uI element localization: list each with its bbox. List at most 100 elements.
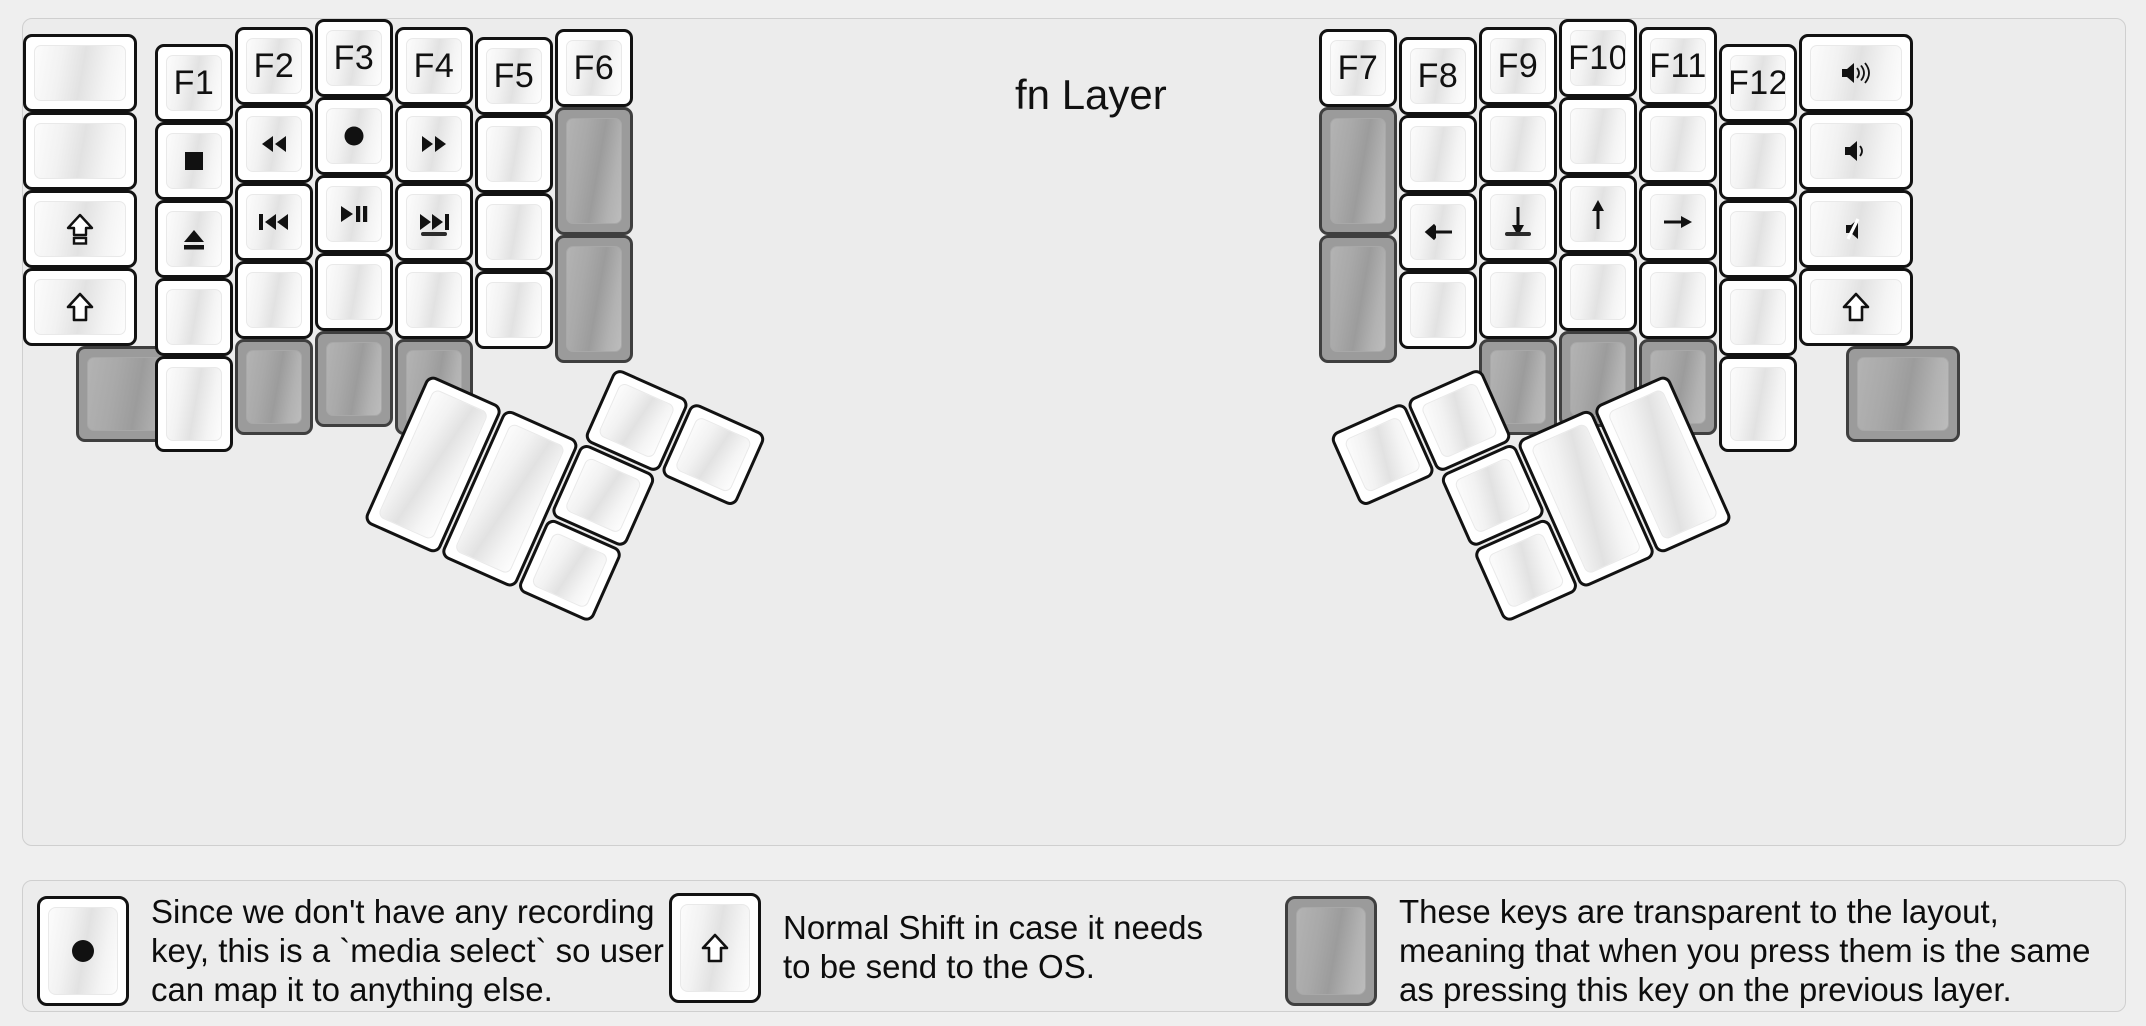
key-right-middle-r2[interactable]	[1559, 97, 1637, 175]
keycap	[1490, 272, 1546, 328]
keycap	[406, 116, 462, 172]
keycap: F7	[1330, 40, 1386, 96]
media-rewind-icon	[257, 133, 291, 155]
key-left-caps-lock[interactable]	[23, 190, 137, 268]
key-label: F3	[333, 39, 375, 77]
keycap	[597, 381, 676, 460]
key-label: F2	[253, 47, 295, 85]
key-left-media-rewind[interactable]	[235, 105, 313, 183]
key-left-ring-r4[interactable]	[235, 261, 313, 339]
key-right-volume-up[interactable]	[1799, 34, 1913, 112]
key-right-f10[interactable]: F10	[1559, 19, 1637, 97]
key-right-inner1-r4[interactable]	[1399, 271, 1477, 349]
keyboard-board: fn Layer F1	[22, 18, 2126, 846]
key-left-index-r4[interactable]	[395, 261, 473, 339]
key-left-media-record[interactable]	[315, 97, 393, 175]
key-right-f7[interactable]: F7	[1319, 29, 1397, 107]
key-left-media-eject[interactable]	[155, 200, 233, 278]
key-right-pinky-r5[interactable]	[1719, 356, 1797, 452]
keycap	[1343, 415, 1422, 494]
key-right-inner2-2u-1[interactable]	[1319, 107, 1397, 235]
legend-key-record	[37, 896, 129, 1007]
keycap	[674, 415, 753, 494]
key-left-f3[interactable]: F3	[315, 19, 393, 97]
keycap	[1857, 357, 1949, 431]
keycap: F9	[1490, 38, 1546, 94]
key-left-inner1-r3[interactable]	[475, 193, 553, 271]
key-left-media-stop[interactable]	[155, 122, 233, 200]
keycap	[34, 123, 126, 179]
key-left-inner1-r2[interactable]	[475, 115, 553, 193]
key-left-f1[interactable]: F1	[155, 44, 233, 122]
key-right-index-r4[interactable]	[1479, 261, 1557, 339]
key-right-inner1-r2[interactable]	[1399, 115, 1477, 193]
key-left-media-play-pause[interactable]	[315, 175, 393, 253]
key-left-media-fast-forward[interactable]	[395, 105, 473, 183]
key-left-pinky-r4[interactable]	[155, 278, 233, 356]
shift-icon	[1841, 290, 1871, 324]
media-play-pause-icon	[337, 203, 371, 225]
keycap	[1330, 118, 1386, 224]
key-left-pinky-outer-r2[interactable]	[23, 112, 137, 190]
key-left-shift[interactable]	[23, 268, 137, 346]
page-title: fn Layer	[1015, 71, 1167, 118]
key-right-shift[interactable]	[1799, 268, 1913, 346]
key-left-middle-r4[interactable]	[315, 253, 393, 331]
keycap	[1453, 456, 1532, 535]
key-right-index-r2[interactable]	[1479, 105, 1557, 183]
key-left-pinky-r5[interactable]	[155, 356, 233, 452]
key-label: F5	[493, 57, 535, 95]
key-right-pinky-outer-r5[interactable]	[1846, 346, 1960, 442]
key-left-f2[interactable]: F2	[235, 27, 313, 105]
key-right-volume-down[interactable]	[1799, 112, 1913, 190]
legend-text: Since we don't have any recording key, t…	[151, 893, 664, 1008]
keycap	[564, 456, 643, 535]
key-right-pinky-r3[interactable]	[1719, 200, 1797, 278]
key-left-inner2-2u-1[interactable]	[555, 107, 633, 235]
keycap	[1420, 381, 1499, 460]
keycap	[166, 211, 222, 267]
media-fast-forward-icon	[417, 133, 451, 155]
key-left-inner2-2u-2[interactable]	[555, 235, 633, 363]
keycap	[1730, 289, 1786, 345]
key-left-f5[interactable]: F5	[475, 37, 553, 115]
keycap	[1570, 108, 1626, 164]
key-right-f9[interactable]: F9	[1479, 27, 1557, 105]
key-right-volume-mute[interactable]	[1799, 190, 1913, 268]
legend-item-shift: Normal Shift in case it needs to be send…	[669, 893, 1203, 1003]
key-right-f8[interactable]: F8	[1399, 37, 1477, 115]
key-right-arrow-up[interactable]	[1559, 175, 1637, 253]
key-left-f6[interactable]: F6	[555, 29, 633, 107]
key-right-inner2-2u-2[interactable]	[1319, 235, 1397, 363]
volume-up-icon	[1838, 60, 1874, 86]
keycap	[326, 108, 382, 164]
key-right-f11[interactable]: F11	[1639, 27, 1717, 105]
key-left-ring-r5[interactable]	[235, 339, 313, 435]
keycap	[246, 194, 302, 250]
key-left-inner1-r4[interactable]	[475, 271, 553, 349]
key-right-ring-r4[interactable]	[1639, 261, 1717, 339]
key-right-arrow-down[interactable]	[1479, 183, 1557, 261]
keycap	[680, 904, 750, 992]
keycap: F6	[566, 40, 622, 96]
key-right-arrow-left[interactable]	[1399, 193, 1477, 271]
key-label: F6	[573, 49, 615, 87]
key-right-pinky-r2[interactable]	[1719, 122, 1797, 200]
key-right-pinky-r4[interactable]	[1719, 278, 1797, 356]
key-label: F10	[1570, 39, 1626, 77]
key-left-media-next-track[interactable]	[395, 183, 473, 261]
key-left-f4[interactable]: F4	[395, 27, 473, 105]
volume-down-icon	[1841, 138, 1871, 164]
keycap	[1810, 201, 1902, 257]
key-left-middle-r5[interactable]	[315, 331, 393, 427]
key-left-pinky-outer-r1[interactable]	[23, 34, 137, 112]
key-right-f12[interactable]: F12	[1719, 44, 1797, 122]
key-label: F1	[173, 64, 215, 102]
keycap	[1810, 123, 1902, 179]
key-left-media-prev-track[interactable]	[235, 183, 313, 261]
keycap	[1486, 531, 1566, 609]
key-right-arrow-right[interactable]	[1639, 183, 1717, 261]
keycap	[566, 246, 622, 352]
key-right-ring-r2[interactable]	[1639, 105, 1717, 183]
key-right-middle-r4[interactable]	[1559, 253, 1637, 331]
